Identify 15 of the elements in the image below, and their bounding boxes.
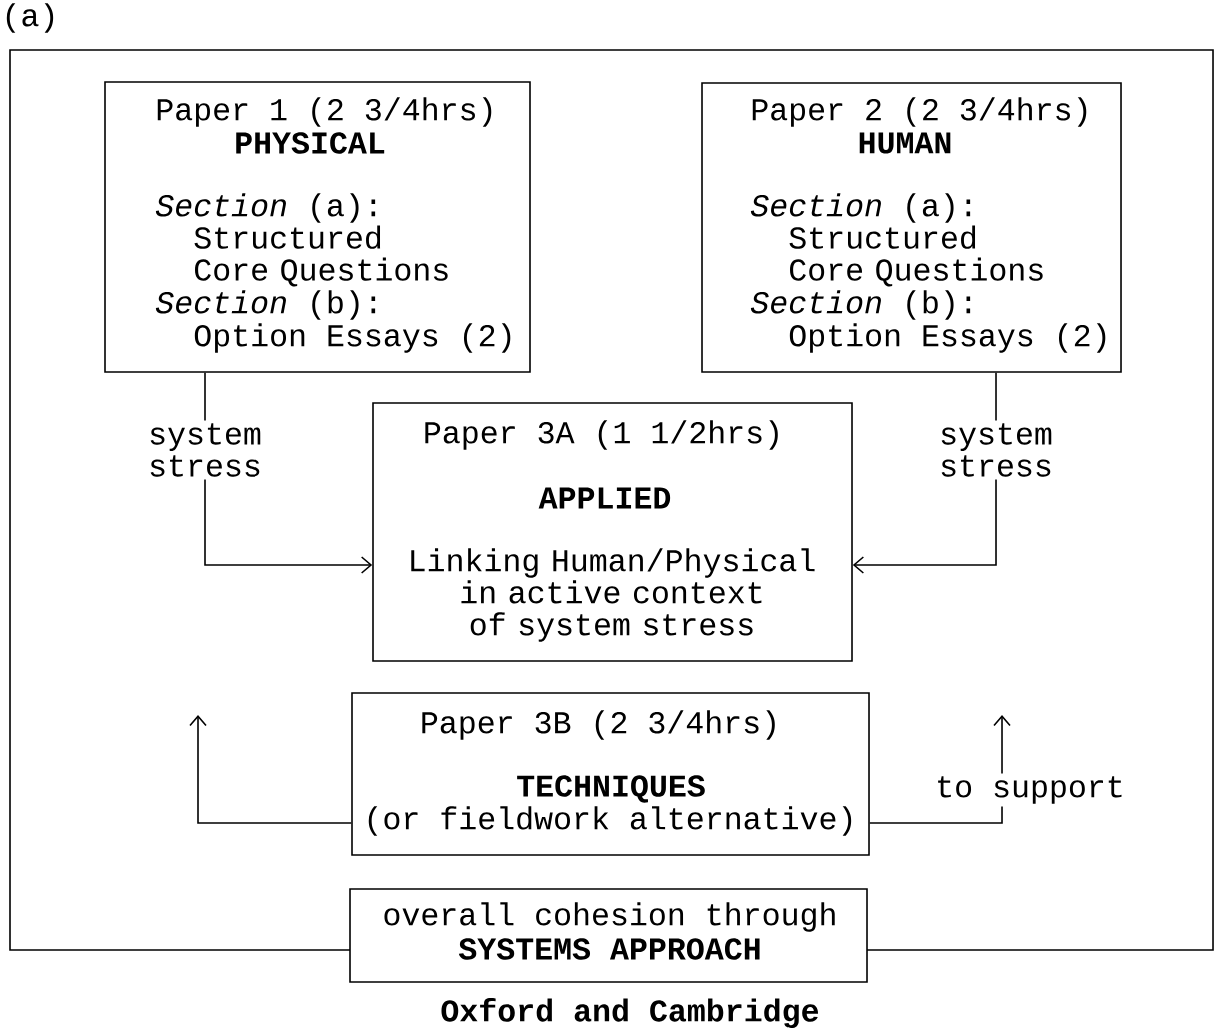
connector xyxy=(204,478,373,574)
panel-label: (a) xyxy=(6,3,54,33)
connector xyxy=(995,372,997,422)
summary-box: overall cohesion through SYSTEMS APPROACH xyxy=(349,888,868,983)
node-text: system stress xyxy=(922,420,1070,480)
exam-paper-box: Paper 3B (2 3/4hrs) TECHNIQUES (or fieldwork alternative) xyxy=(351,692,870,856)
exam-paper-box: Paper 1 (2 3/4hrs) PHYSICAL Section (a): Structured Core Questions Section (b): Option Essays (2) xyxy=(104,81,531,373)
exam-paper-box: Paper 3A (1 1/2hrs) APPLIED Linking Human/Physical in active context of system stress xyxy=(372,402,853,662)
connector xyxy=(189,715,352,824)
exam-paper-box: Paper 2 (2 3/4hrs) HUMAN Section (a): Structured Core Questions Section (b): Option Essays (2) xyxy=(701,82,1122,373)
edge-label: to support xyxy=(932,773,1128,807)
connector xyxy=(204,372,206,422)
connector xyxy=(852,478,997,574)
caption: Oxford and Cambridge xyxy=(441,998,819,1029)
node-text: system stress xyxy=(131,420,279,480)
